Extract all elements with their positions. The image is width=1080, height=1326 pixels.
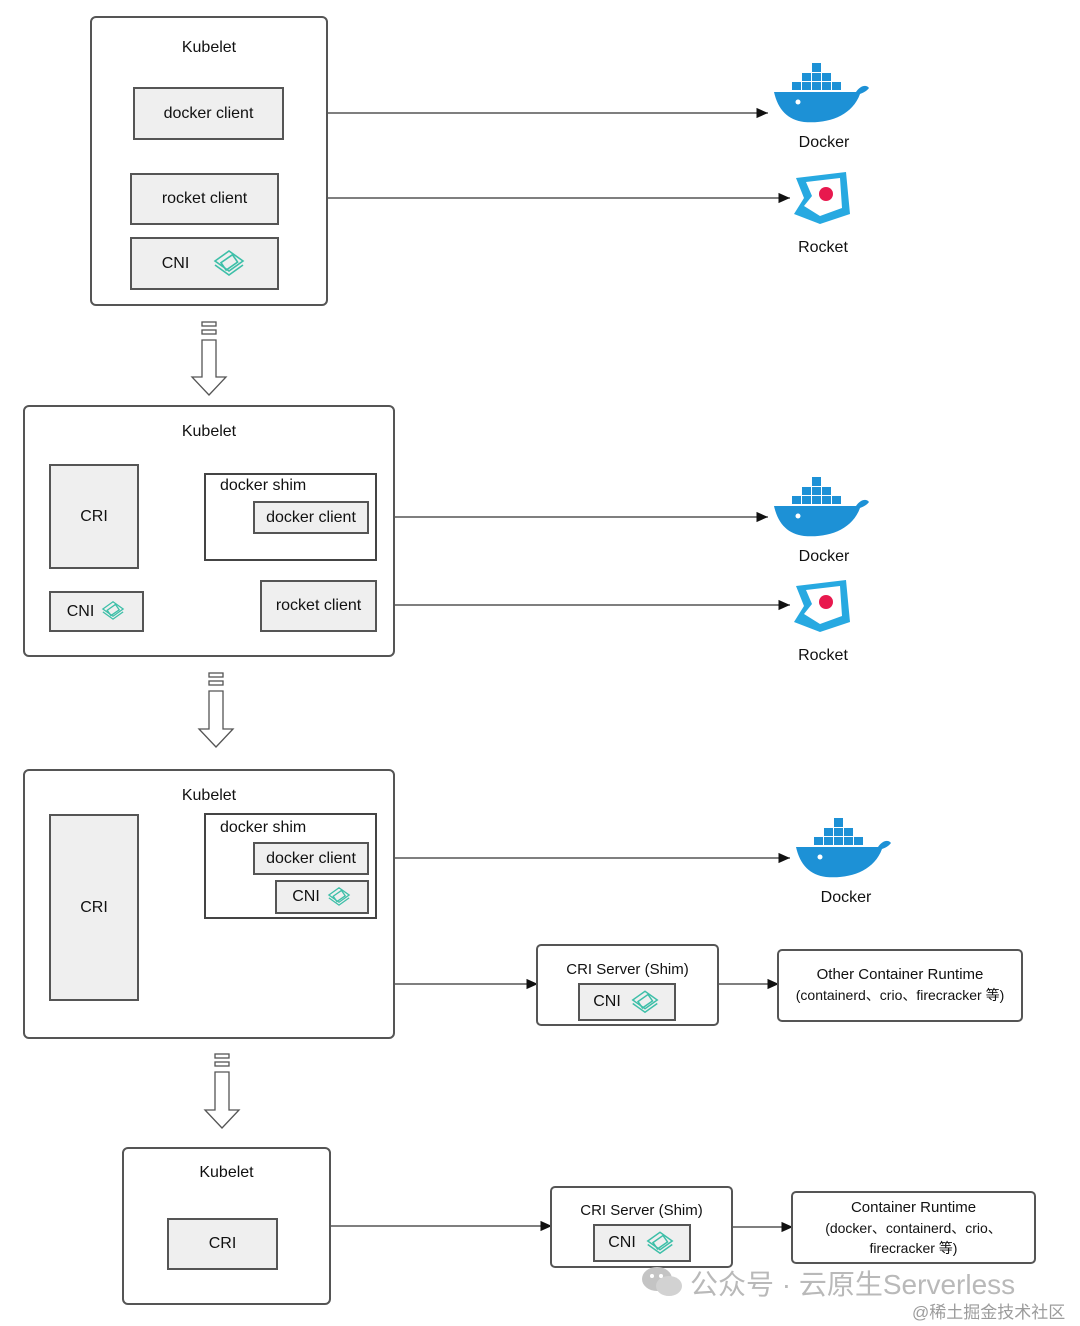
docker-client-label-1: docker client — [163, 104, 254, 122]
docker-client-box-3: docker client — [253, 842, 369, 875]
rocket-logo-icon — [790, 576, 854, 636]
cri-label-4: CRI — [208, 1235, 237, 1252]
container-runtime-line3-4: firecracker 等) — [869, 1240, 958, 1256]
cri-server-label-4: CRI Server (Shim) — [580, 1202, 703, 1219]
rocket-client-label-1: rocket client — [161, 190, 248, 207]
cri-box-2: CRI — [49, 464, 139, 569]
rocket-client-box-1: rocket client — [130, 173, 279, 225]
docker-client-box-1: docker client — [133, 87, 284, 140]
docker-logo-icon — [770, 474, 870, 542]
docker-label-3: Docker — [820, 889, 872, 906]
docker-shim-label-2: docker shim — [220, 477, 307, 494]
cni-icon — [100, 597, 126, 626]
cni-label-1: CNI — [161, 254, 190, 272]
kubelet-title-2: Kubelet — [181, 423, 237, 440]
cni-label-2: CNI — [66, 602, 95, 620]
cri-server-label-3: CRI Server (Shim) — [566, 961, 689, 978]
cni-box-2: CNI — [49, 591, 144, 632]
docker-client-label-2: docker client — [266, 508, 356, 526]
cni-icon — [211, 245, 247, 282]
server-cni-box-3: CNI — [578, 983, 676, 1021]
cni-box-1: CNI — [130, 237, 279, 290]
cri-label-3: CRI — [80, 898, 108, 916]
docker-logo-icon — [792, 815, 892, 883]
cni-box-3: CNI — [275, 880, 369, 914]
transition-arrow-3 — [203, 1053, 241, 1129]
server-cni-label-3: CNI — [593, 993, 621, 1010]
wechat-icon — [640, 1264, 684, 1300]
kubelet-title-3: Kubelet — [181, 787, 237, 804]
cri-box-4: CRI — [167, 1218, 278, 1270]
container-runtime-box-4 — [791, 1191, 1036, 1264]
docker-client-box-2: docker client — [253, 501, 369, 534]
other-runtime-line2-3: (containerd、crio、firecracker 等) — [795, 987, 1005, 1003]
other-runtime-line1-3: Other Container Runtime — [816, 966, 984, 983]
watermark-sub: @稀土掘金技术社区 — [912, 1303, 1066, 1322]
rocket-client-box-2: rocket client — [260, 580, 377, 632]
cri-box-3: CRI — [49, 814, 139, 1001]
docker-shim-label-3: docker shim — [220, 819, 307, 836]
rocket-logo-icon — [790, 168, 854, 228]
rocket-client-label-2: rocket client — [275, 597, 362, 614]
container-runtime-line1-4: Container Runtime — [850, 1199, 977, 1216]
kubelet-title-1: Kubelet — [181, 39, 237, 56]
docker-label-1: Docker — [798, 134, 850, 151]
watermark-main: 公众号 · 云原生Serverless — [690, 1269, 1016, 1300]
docker-client-label-3: docker client — [266, 849, 356, 867]
other-runtime-box-3 — [777, 949, 1023, 1022]
cni-icon — [644, 1227, 676, 1260]
container-runtime-line2-4: (docker、containerd、crio、 — [825, 1220, 1002, 1236]
docker-label-2: Docker — [798, 548, 850, 565]
cni-icon — [326, 883, 352, 912]
cni-label-3: CNI — [292, 888, 320, 905]
transition-arrow-2 — [197, 672, 235, 748]
cni-icon — [629, 986, 661, 1019]
transition-arrow-1 — [190, 321, 228, 396]
rocket-label-1: Rocket — [798, 239, 848, 256]
rocket-label-2: Rocket — [798, 647, 848, 664]
cri-label-2: CRI — [80, 507, 108, 525]
server-cni-box-4: CNI — [593, 1224, 691, 1262]
kubelet-title-4: Kubelet — [199, 1164, 254, 1181]
docker-logo-icon — [770, 60, 870, 128]
server-cni-label-4: CNI — [608, 1234, 636, 1251]
